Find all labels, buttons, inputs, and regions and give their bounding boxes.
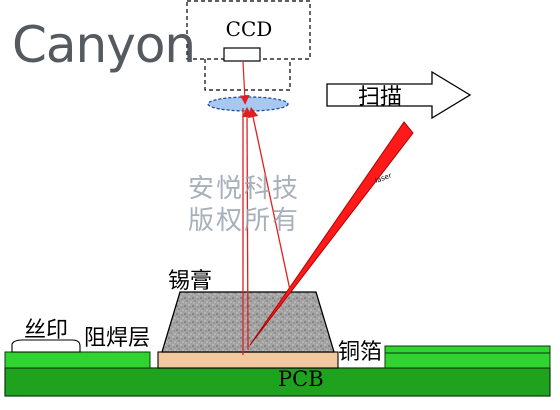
copper-pad — [157, 351, 339, 369]
lens — [207, 96, 289, 112]
scan-arrow-icon — [326, 70, 472, 120]
solder-mask-left — [4, 351, 151, 369]
scan-label: 扫描 — [358, 85, 402, 110]
reflection-ray-angled — [248, 106, 291, 291]
pcb-board — [4, 367, 551, 397]
reflection-ray-return — [241, 106, 253, 351]
solder-mask-label: 阻焊层 — [84, 326, 151, 351]
ccd-sensor — [223, 47, 261, 62]
solder-mask-right-base — [384, 352, 551, 369]
copper-label: 铜箔 — [338, 340, 383, 365]
watermark-line2: 版权所有 — [188, 206, 301, 236]
ray-to-ccd — [239, 61, 250, 105]
ccd-housing — [186, 0, 311, 60]
ccd-label: CCD — [226, 17, 273, 41]
solder-paste-label: 锡膏 — [168, 269, 213, 294]
silkscreen-ink — [11, 339, 81, 353]
canyon-logo: Canyon — [12, 16, 196, 74]
silkscreen-label: 丝印 — [24, 318, 69, 343]
pcb-label: PCB — [278, 367, 324, 391]
laser-beam — [249, 121, 414, 346]
watermark-line1: 安悦科技 — [188, 174, 301, 204]
lens-housing — [204, 59, 291, 91]
solder-mask-right — [384, 345, 551, 354]
